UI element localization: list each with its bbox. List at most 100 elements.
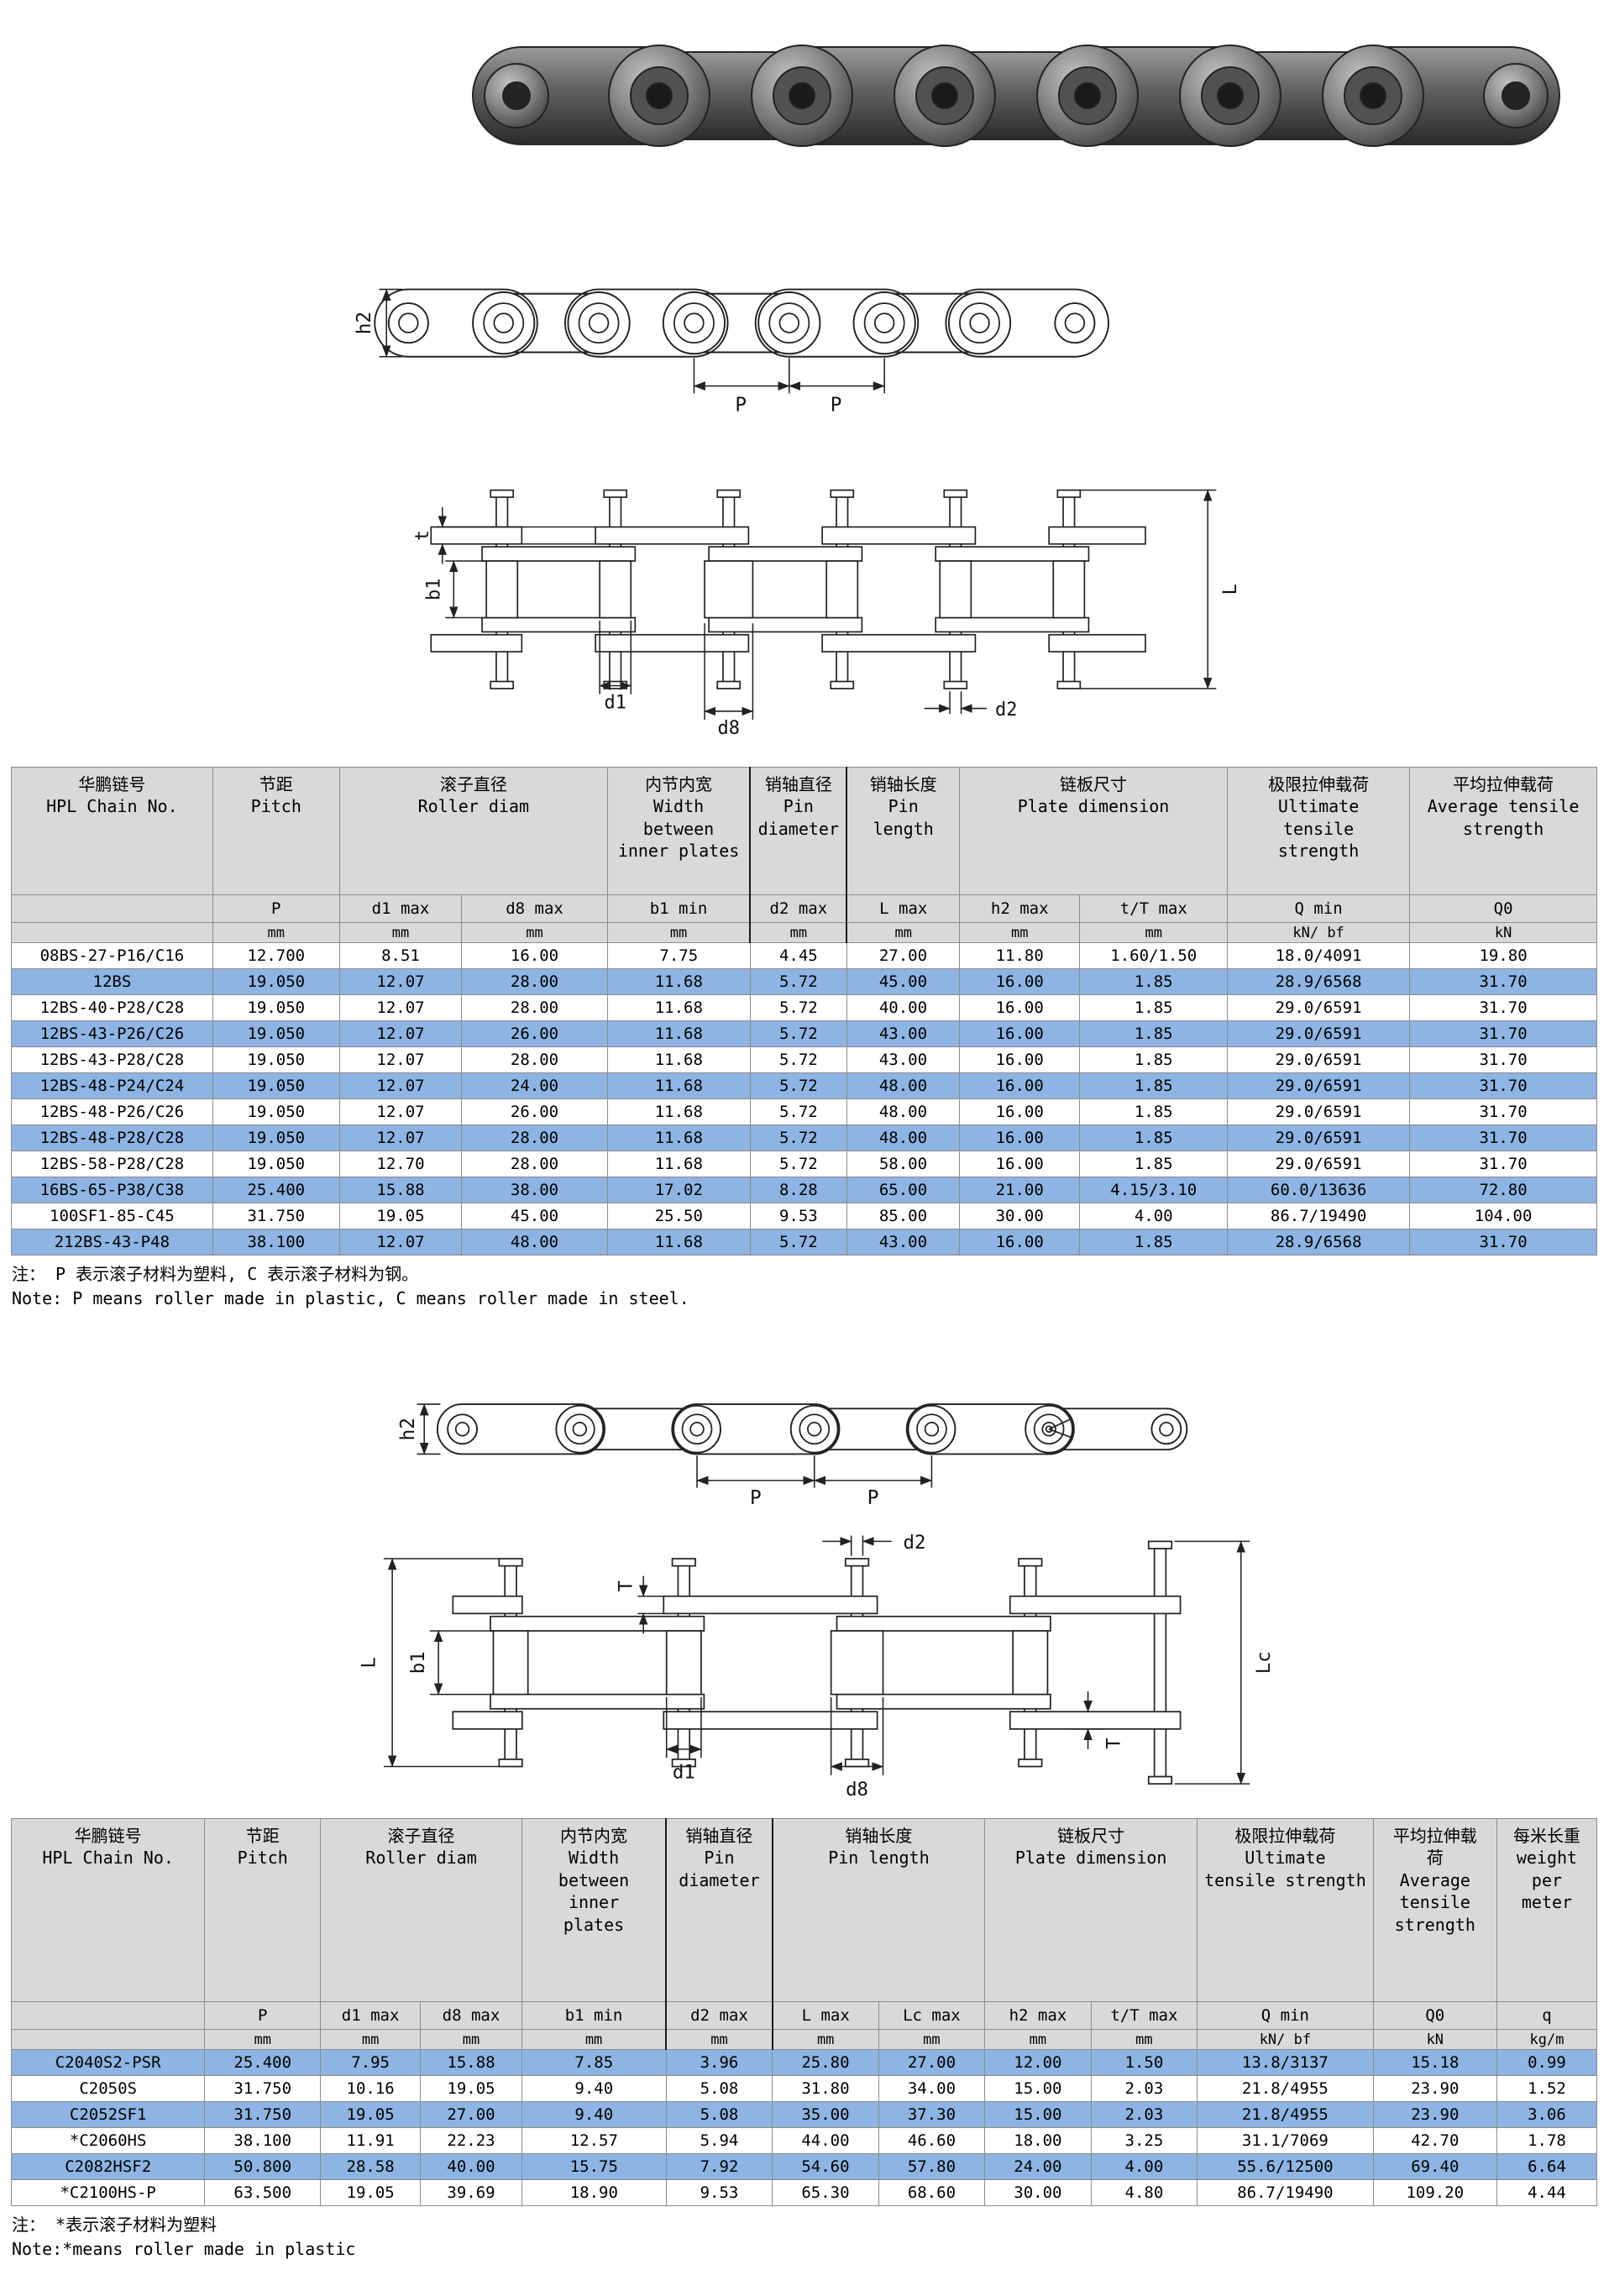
table-cell: 1.85 xyxy=(1079,994,1229,1021)
table-cell: 5.72 xyxy=(749,1229,847,1255)
table-cell: 11.68 xyxy=(606,1046,751,1073)
dim-label-p-left: P xyxy=(735,394,747,416)
table-cell: 63.500 xyxy=(204,2179,322,2206)
table-cell: 31.70 xyxy=(1409,1020,1597,1047)
table-cell: d2 max xyxy=(665,2001,773,2030)
table-cell: 7.75 xyxy=(606,942,751,969)
table-cell: 31.1/7069 xyxy=(1197,2127,1374,2154)
col-header-ultimate-strength: 极限拉伸载荷 Ultimate tensile strength xyxy=(1227,767,1411,895)
table-cell: 12BS xyxy=(11,968,213,995)
table-cell: 11.68 xyxy=(606,994,751,1021)
table-cell: 12.07 xyxy=(338,1020,463,1047)
table-cell: 38.100 xyxy=(212,1229,340,1255)
table-cell: 5.72 xyxy=(749,1046,847,1073)
table-cell: d2 max xyxy=(749,894,848,923)
double-pitch-chain-top-view-diagram: L b1 T d2 Lc T d1 d8 xyxy=(352,1527,1609,1801)
table-cell: mm xyxy=(665,2029,773,2050)
rollers xyxy=(447,1404,1182,1454)
dim-label-T-bottom: T xyxy=(1103,1738,1124,1748)
table-cell: 1.85 xyxy=(1079,1229,1229,1255)
table-cell: 1.85 xyxy=(1079,1151,1229,1177)
table-cell: *C2100HS-P xyxy=(10,2179,206,2206)
dim-label-d1: d1 xyxy=(673,1761,695,1783)
dim-label-b1: b1 xyxy=(423,579,444,600)
table-cell: 22.23 xyxy=(420,2127,522,2154)
table-cell: d1 max xyxy=(320,2001,422,2030)
table-cell: 57.80 xyxy=(878,2153,986,2180)
table-cell: 42.70 xyxy=(1372,2127,1497,2154)
table-cell: 31.750 xyxy=(212,1203,340,1229)
table-cell: 31.70 xyxy=(1409,1072,1597,1099)
table-cell: 18.90 xyxy=(521,2179,667,2206)
table-cell: 25.400 xyxy=(204,2049,322,2076)
table-cell: 11.68 xyxy=(606,1151,751,1177)
table-cell: 21.8/4955 xyxy=(1197,2101,1374,2128)
table-cell: 31.70 xyxy=(1409,994,1597,1021)
rollers-top-view xyxy=(492,1630,1049,1696)
table-cell: 28.00 xyxy=(461,1151,608,1177)
table-cell: 8.51 xyxy=(338,942,463,969)
table-cell: 31.70 xyxy=(1409,968,1597,995)
table-cell: 12.07 xyxy=(338,1046,463,1073)
note-line-zh: 注： *表示滚子材料为塑料 xyxy=(12,2215,218,2235)
table-cell: 9.53 xyxy=(665,2179,773,2206)
table-cell: 11.68 xyxy=(606,1072,751,1099)
table-cell: 11.68 xyxy=(606,1124,751,1151)
col-header-roller-diam: 滚子直径 Roller diam xyxy=(338,767,608,895)
table-cell: 18.00 xyxy=(984,2127,1092,2154)
table-cell: 12BS-48-P26/C26 xyxy=(11,1098,213,1125)
table-cell: kN xyxy=(1372,2029,1497,2050)
table-cell: 69.40 xyxy=(1372,2153,1497,2180)
table-cell: 30.00 xyxy=(984,2179,1092,2206)
table-cell: 43.00 xyxy=(846,1046,960,1073)
col-header-pitch: 节距 Pitch xyxy=(204,1818,322,2002)
table-cell: 08BS-27-P16/C16 xyxy=(11,942,213,969)
table-cell: 4.80 xyxy=(1090,2179,1198,2206)
table-cell: 11.80 xyxy=(958,942,1081,969)
table-cell: C2050S xyxy=(10,2075,206,2102)
table2-note: 注： *表示滚子材料为塑料 Note:*means roller made in… xyxy=(12,2213,1609,2262)
table-cell: 1.85 xyxy=(1079,1046,1229,1073)
table-cell: 39.69 xyxy=(420,2179,522,2206)
table-cell: 12BS-43-P28/C28 xyxy=(11,1046,213,1073)
table-cell: 54.60 xyxy=(772,2153,879,2180)
col-header-weight-per-meter: 每米长重 weight per meter xyxy=(1496,1818,1598,2002)
table-cell: 48.00 xyxy=(846,1072,960,1099)
table-cell: 1.85 xyxy=(1079,1020,1229,1047)
table-cell: 11.68 xyxy=(606,1020,751,1047)
table-cell: mm xyxy=(1090,2029,1198,2050)
table-cell: L max xyxy=(846,894,960,923)
col-header-pin-length: 销轴长度 Pin length xyxy=(846,767,960,895)
table-cell: 16.00 xyxy=(958,1229,1081,1255)
table-cell: 31.70 xyxy=(1409,1229,1597,1255)
col-header-pin-diameter: 销轴直径 Pin diameter xyxy=(749,767,848,895)
table-cell: 16.00 xyxy=(958,968,1081,995)
dim-label-d8: d8 xyxy=(846,1779,868,1801)
table-cell: 12.07 xyxy=(338,968,463,995)
table-cell: mm xyxy=(320,2029,422,2050)
col-header-chain-no: 华鹏链号 HPL Chain No. xyxy=(11,767,213,895)
table-cell: 16.00 xyxy=(958,1124,1081,1151)
dim-label-t: t xyxy=(412,530,433,541)
table-cell: 43.00 xyxy=(846,1020,960,1047)
table-cell: mm xyxy=(958,922,1081,943)
table-cell: 28.00 xyxy=(461,968,608,995)
table-cell: 19.05 xyxy=(320,2179,422,2206)
table-cell: 31.70 xyxy=(1409,1124,1597,1151)
table-cell: 29.0/6591 xyxy=(1227,1046,1411,1073)
table-cell: 8.28 xyxy=(749,1177,847,1203)
table-cell: 24.00 xyxy=(461,1072,608,1099)
dim-label-d8: d8 xyxy=(718,718,740,738)
table-cell: 29.0/6591 xyxy=(1227,1151,1411,1177)
pins xyxy=(490,489,1082,689)
table-cell: kN/ bf xyxy=(1197,2029,1374,2050)
table-cell xyxy=(11,894,213,923)
